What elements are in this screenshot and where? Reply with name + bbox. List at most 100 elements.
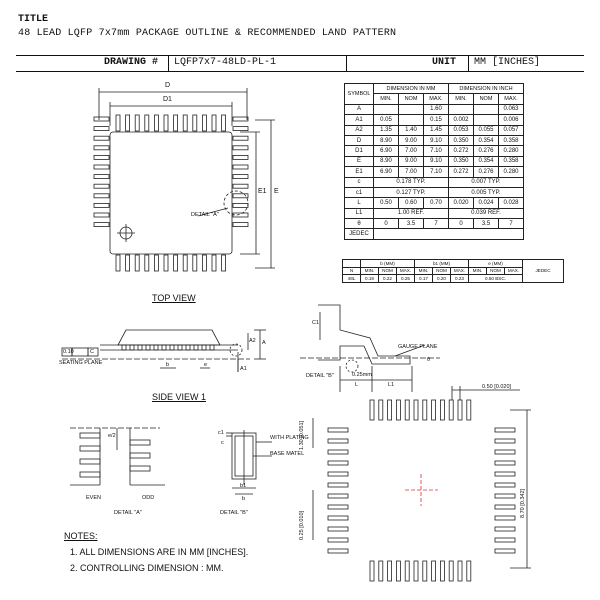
lead: [211, 114, 217, 132]
lead: [192, 114, 198, 132]
lead: [494, 548, 516, 554]
lead: [494, 427, 516, 433]
lead: [134, 254, 140, 272]
lead: [327, 526, 349, 532]
lead: [404, 399, 410, 421]
lead: [431, 560, 437, 582]
base-matel-label: BASE MATEL: [270, 451, 305, 457]
lead: [232, 154, 249, 160]
notes-heading: NOTES:: [64, 531, 98, 541]
side-view-title: SIDE VIEW 1: [152, 392, 207, 402]
lead: [494, 504, 516, 510]
unit-value: MM [INCHES]: [474, 57, 541, 68]
land-span-label: 8.70 [0.342]: [520, 488, 526, 518]
note-2: 2. CONTROLLING DIMENSION : MM.: [70, 563, 224, 573]
lead-profile: [318, 304, 411, 365]
lead: [395, 399, 401, 421]
lead: [182, 114, 188, 132]
lead: [232, 135, 249, 141]
lead: [115, 114, 121, 132]
drawing-bar: DRAWING # LQFP7x7-48LD-PL-1 UNIT MM [INC…: [16, 55, 584, 72]
lead: [177, 344, 183, 351]
with-plating-label: WITH PLATING: [270, 435, 309, 441]
lead: [413, 399, 419, 421]
side-leads: [121, 344, 215, 351]
detail-b-theta: θ: [427, 357, 431, 363]
lead: [93, 145, 110, 151]
lead: [201, 254, 207, 272]
notes: NOTES: 1. ALL DIMENSIONS ARE IN MM [INCH…: [64, 528, 248, 576]
flatness-value: 0.10: [63, 349, 74, 355]
lead: [192, 254, 198, 272]
lead: [93, 116, 110, 122]
dim-e1-label: E1: [258, 188, 267, 195]
lead: [494, 438, 516, 444]
lead: [232, 126, 249, 131]
lead: [93, 174, 110, 180]
lead: [129, 344, 135, 351]
seating-plane-label: SEATING PLANE: [59, 360, 103, 366]
lead: [144, 114, 150, 132]
lead: [211, 254, 217, 272]
mm-header: DIMENSION IN MM: [373, 82, 449, 95]
top-leads: [93, 114, 249, 272]
lead: [422, 399, 428, 421]
side-a-label: A: [262, 340, 266, 346]
lead: [327, 504, 349, 510]
lead: [466, 399, 472, 421]
detail-a-even: EVEN: [86, 495, 101, 501]
lead: [431, 399, 437, 421]
detail-b-c1: C1: [312, 320, 320, 326]
detail-b-label: DETAIL "B": [306, 373, 334, 379]
lead: [93, 193, 110, 199]
package-body-side: [117, 329, 221, 346]
lead: [439, 399, 445, 421]
lead: [466, 560, 472, 582]
lead: [327, 449, 349, 455]
lead: [448, 560, 454, 582]
lead: [93, 154, 110, 160]
lead: [327, 482, 349, 488]
lead: [448, 399, 454, 421]
lead: [163, 254, 169, 272]
detail-b-l1: L1: [388, 382, 395, 388]
detail-b-dim: 0.25mm: [352, 372, 372, 378]
inch-header: DIMENSION IN INCH: [448, 82, 524, 95]
detail-b2-label: DETAIL "B": [220, 510, 248, 516]
lead: [327, 548, 349, 554]
lead: [327, 537, 349, 543]
detail-b2-c1: c1: [218, 430, 224, 436]
lead: [378, 399, 384, 421]
lead: [232, 183, 249, 189]
detail-b-l: L: [355, 382, 359, 388]
lead: [137, 344, 143, 351]
lead: [232, 202, 249, 208]
detail-a-callout: DETAIL "A": [191, 212, 219, 218]
lead: [327, 427, 349, 433]
lead: [93, 183, 110, 189]
lead: [93, 222, 110, 228]
lead: [327, 438, 349, 444]
lead: [395, 560, 401, 582]
dim-e-label: E: [274, 188, 279, 195]
package-body-top: [109, 131, 233, 255]
lead: [232, 174, 249, 180]
lead: [161, 344, 167, 351]
lead: [221, 114, 227, 132]
lead: [232, 212, 249, 218]
title-label: TITLE: [18, 14, 49, 25]
lead: [457, 560, 463, 582]
lead: [93, 212, 110, 218]
lead: [413, 560, 419, 582]
lead: [494, 526, 516, 532]
detail-b2-b1: b1: [240, 483, 247, 489]
gauge-plane-label: GAUGE PLANE: [398, 344, 438, 350]
lead: [404, 560, 410, 582]
